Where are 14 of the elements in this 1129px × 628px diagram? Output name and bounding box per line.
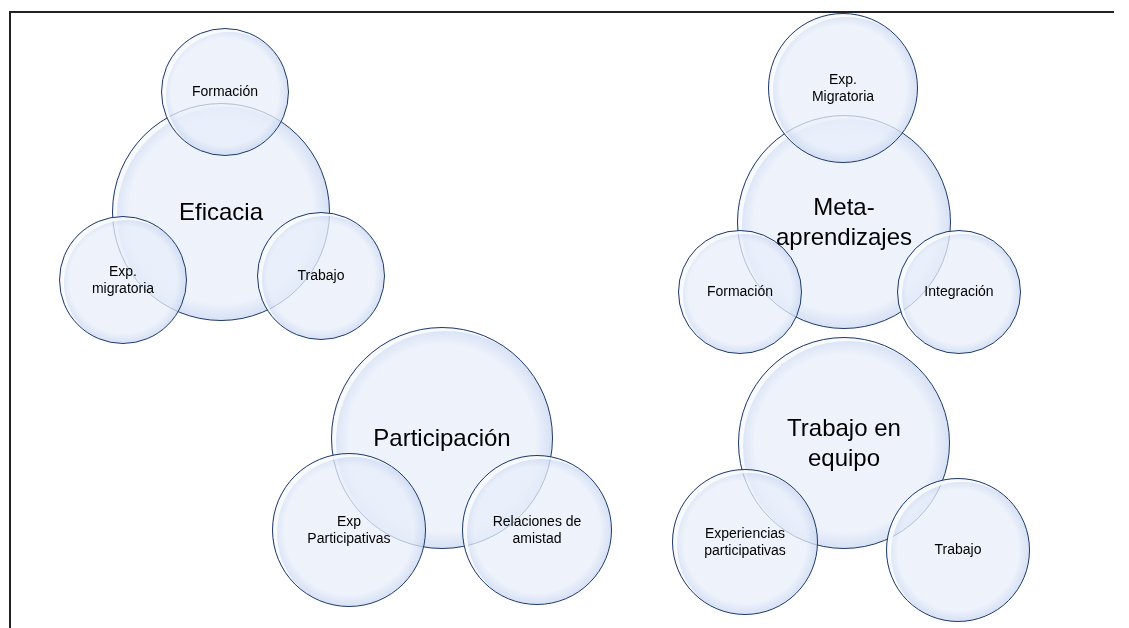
bubble-label: Meta-aprendizajes: [774, 192, 914, 252]
bubble-label: Experiencias participativas: [703, 524, 787, 560]
bubble-label: Trabajo: [934, 541, 982, 559]
bubble-label: Exp Participativas: [306, 512, 392, 548]
bubble-label: Integración: [924, 283, 994, 301]
bubble-label: Trabajo: [297, 267, 345, 285]
bubble-label: Formación: [191, 83, 259, 101]
bubble-label: Relaciones de amistad: [491, 512, 583, 548]
bubble-label: Eficacia: [178, 197, 263, 227]
bubble-label: Participación: [373, 423, 511, 453]
bubble-label: Exp. migratoria: [90, 262, 156, 298]
bubble-label: Trabajo en equipo: [786, 413, 902, 473]
bubble-label: Formación: [706, 283, 774, 301]
bubble-label: Exp. Migratoria: [810, 70, 876, 106]
